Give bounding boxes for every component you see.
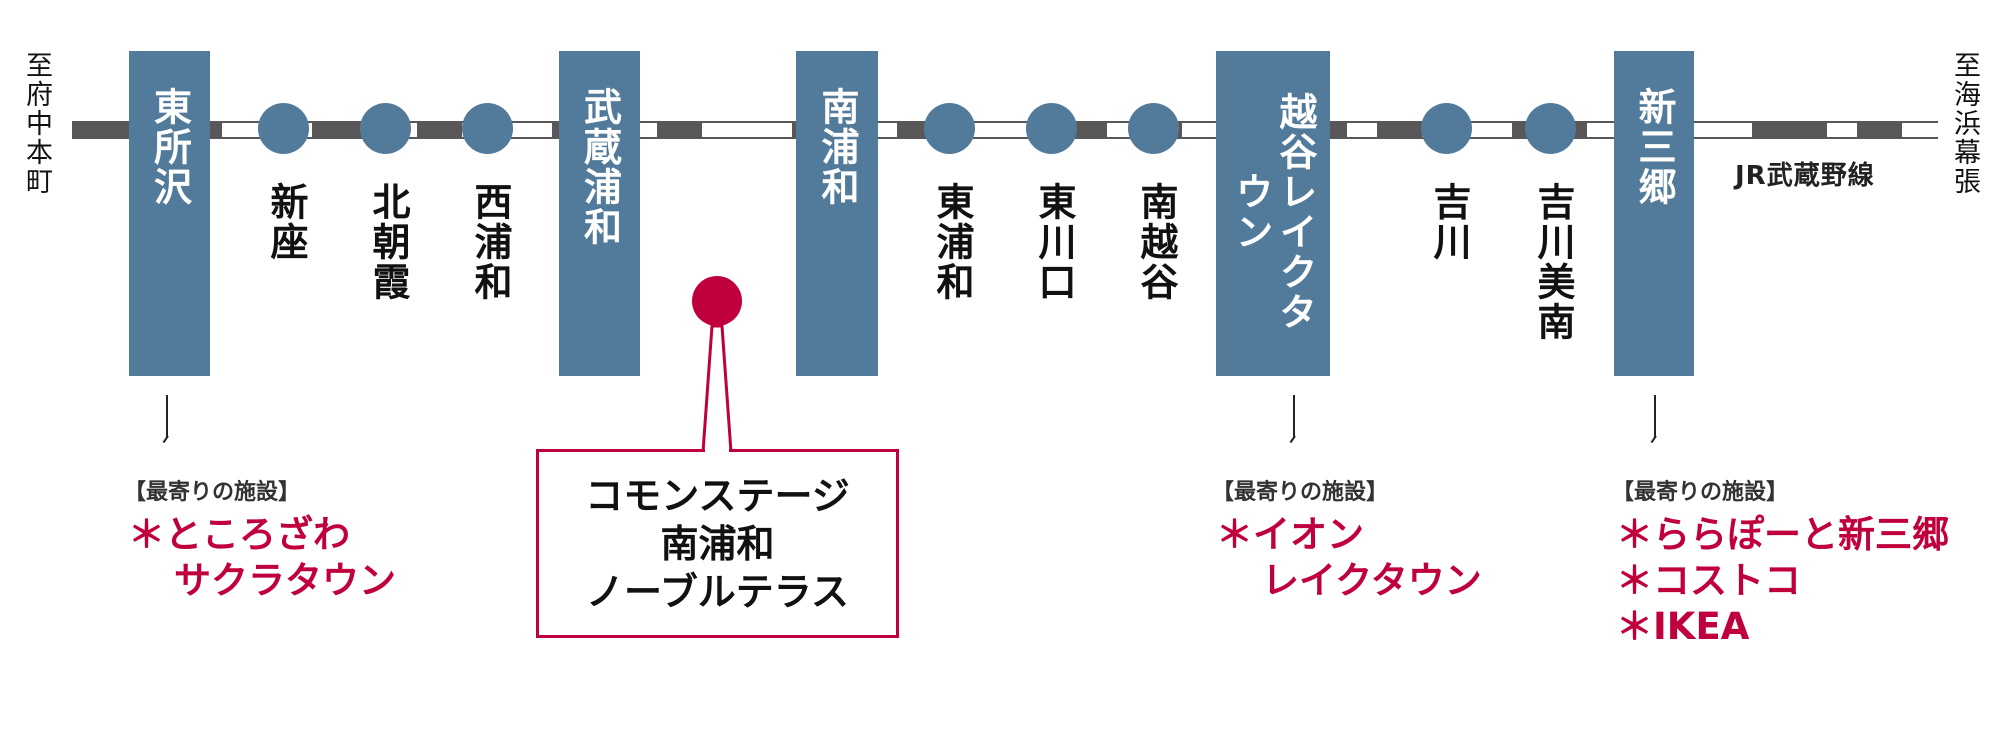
major-station-koshigaya-laketown: 越谷レイクタウン bbox=[1216, 51, 1330, 376]
facility-item: ＊IKEA bbox=[1616, 605, 1750, 648]
station-dot bbox=[258, 103, 309, 154]
station-dot bbox=[924, 103, 975, 154]
down-arrow-icon bbox=[1654, 395, 1656, 437]
facility-item: ＊コストコ bbox=[1616, 559, 1801, 602]
facility-list: ＊ららぽーと新三郷 ＊コストコ ＊IKEA bbox=[1616, 512, 1949, 650]
station-label: 東川口 bbox=[1032, 182, 1076, 302]
destination-east: 至海浜幕張 bbox=[1949, 51, 1980, 196]
down-arrow-icon bbox=[1293, 395, 1295, 437]
facility-item: ＊イオン bbox=[1216, 513, 1364, 556]
station-label: 東浦和 bbox=[930, 182, 974, 302]
station-dot bbox=[1026, 103, 1077, 154]
facility-item: ＊ららぽーと新三郷 bbox=[1616, 513, 1949, 556]
facility-list: ＊イオン レイクタウン bbox=[1216, 512, 1482, 604]
callout-joint bbox=[705, 446, 729, 452]
station-dot bbox=[1525, 103, 1576, 154]
station-dot bbox=[1421, 103, 1472, 154]
major-station-higashi-tokorozawa: 東所沢 bbox=[129, 51, 210, 376]
property-name-line: 南浦和 bbox=[660, 521, 775, 566]
major-station-shin-misato: 新三郷 bbox=[1614, 51, 1694, 376]
line-name: JR武蔵野線 bbox=[1735, 161, 1875, 191]
station-label: 武蔵浦和 bbox=[577, 87, 622, 247]
property-name-line: コモンステージ bbox=[585, 473, 850, 518]
down-arrow-icon bbox=[166, 395, 168, 437]
facility-item: ＊ところざわ bbox=[128, 513, 350, 556]
station-dot bbox=[1128, 103, 1179, 154]
station-dot bbox=[462, 103, 513, 154]
facility-list: ＊ところざわ サクラタウン bbox=[128, 512, 396, 604]
station-label: 北朝霞 bbox=[366, 182, 410, 302]
property-callout: コモンステージ 南浦和 ノーブルテラス bbox=[536, 449, 899, 638]
station-label: 越谷レイクタウン bbox=[1229, 92, 1317, 332]
station-dot bbox=[360, 103, 411, 154]
facility-item: サクラタウン bbox=[174, 559, 396, 602]
station-label: 新三郷 bbox=[1632, 87, 1676, 207]
property-name-line: ノーブルテラス bbox=[586, 569, 849, 614]
facility-item: レイクタウン bbox=[1262, 559, 1482, 602]
major-station-minami-urawa: 南浦和 bbox=[796, 51, 878, 376]
facility-heading: 【最寄りの施設】 bbox=[1612, 480, 1789, 505]
property-location-marker bbox=[692, 276, 742, 326]
station-label: 南越谷 bbox=[1134, 182, 1178, 302]
station-label: 新座 bbox=[264, 182, 308, 262]
major-station-musashi-urawa: 武蔵浦和 bbox=[559, 51, 640, 376]
station-label: 東所沢 bbox=[147, 87, 192, 207]
station-label: 南浦和 bbox=[815, 87, 859, 207]
facility-heading: 【最寄りの施設】 bbox=[124, 480, 301, 505]
destination-west: 至府中本町 bbox=[21, 51, 52, 196]
station-label: 吉川 bbox=[1427, 182, 1471, 262]
station-label: 吉川美南 bbox=[1531, 182, 1575, 342]
facility-heading: 【最寄りの施設】 bbox=[1212, 480, 1389, 505]
station-label: 西浦和 bbox=[468, 182, 512, 302]
